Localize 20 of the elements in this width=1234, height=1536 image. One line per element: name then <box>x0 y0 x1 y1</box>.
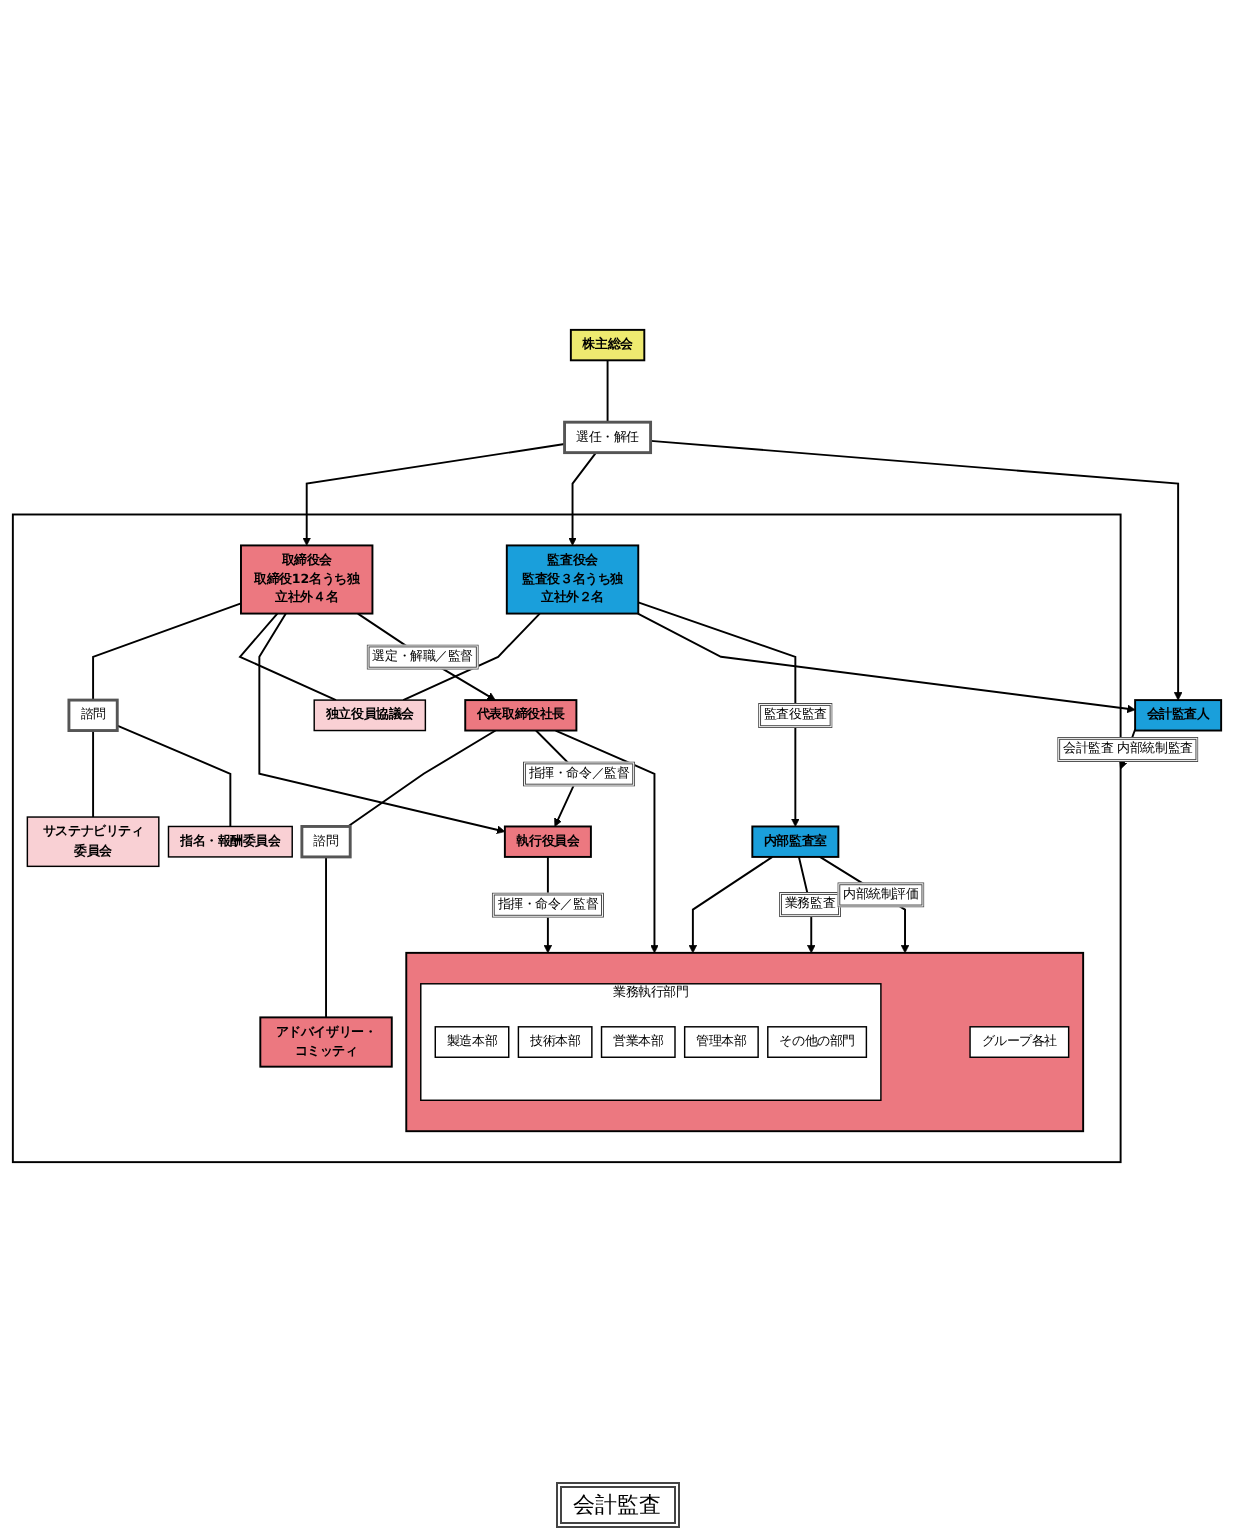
arrow <box>636 611 1136 713</box>
arrow <box>688 854 774 953</box>
arrow <box>649 438 1183 700</box>
cluster <box>11 512 1122 1163</box>
connector <box>238 611 337 701</box>
note-label: 会計監査 <box>555 1482 679 1528</box>
arrow <box>302 442 566 545</box>
connector <box>325 854 327 1018</box>
connector <box>92 728 95 817</box>
arrow <box>554 728 659 953</box>
connector <box>606 358 609 423</box>
arrow <box>258 611 506 833</box>
arrow <box>356 611 496 700</box>
connector <box>116 723 232 827</box>
arrow <box>637 600 800 826</box>
connector <box>92 601 242 701</box>
cluster <box>405 950 1085 1132</box>
arrow <box>568 450 597 545</box>
connector <box>346 728 497 827</box>
connector <box>402 611 541 701</box>
